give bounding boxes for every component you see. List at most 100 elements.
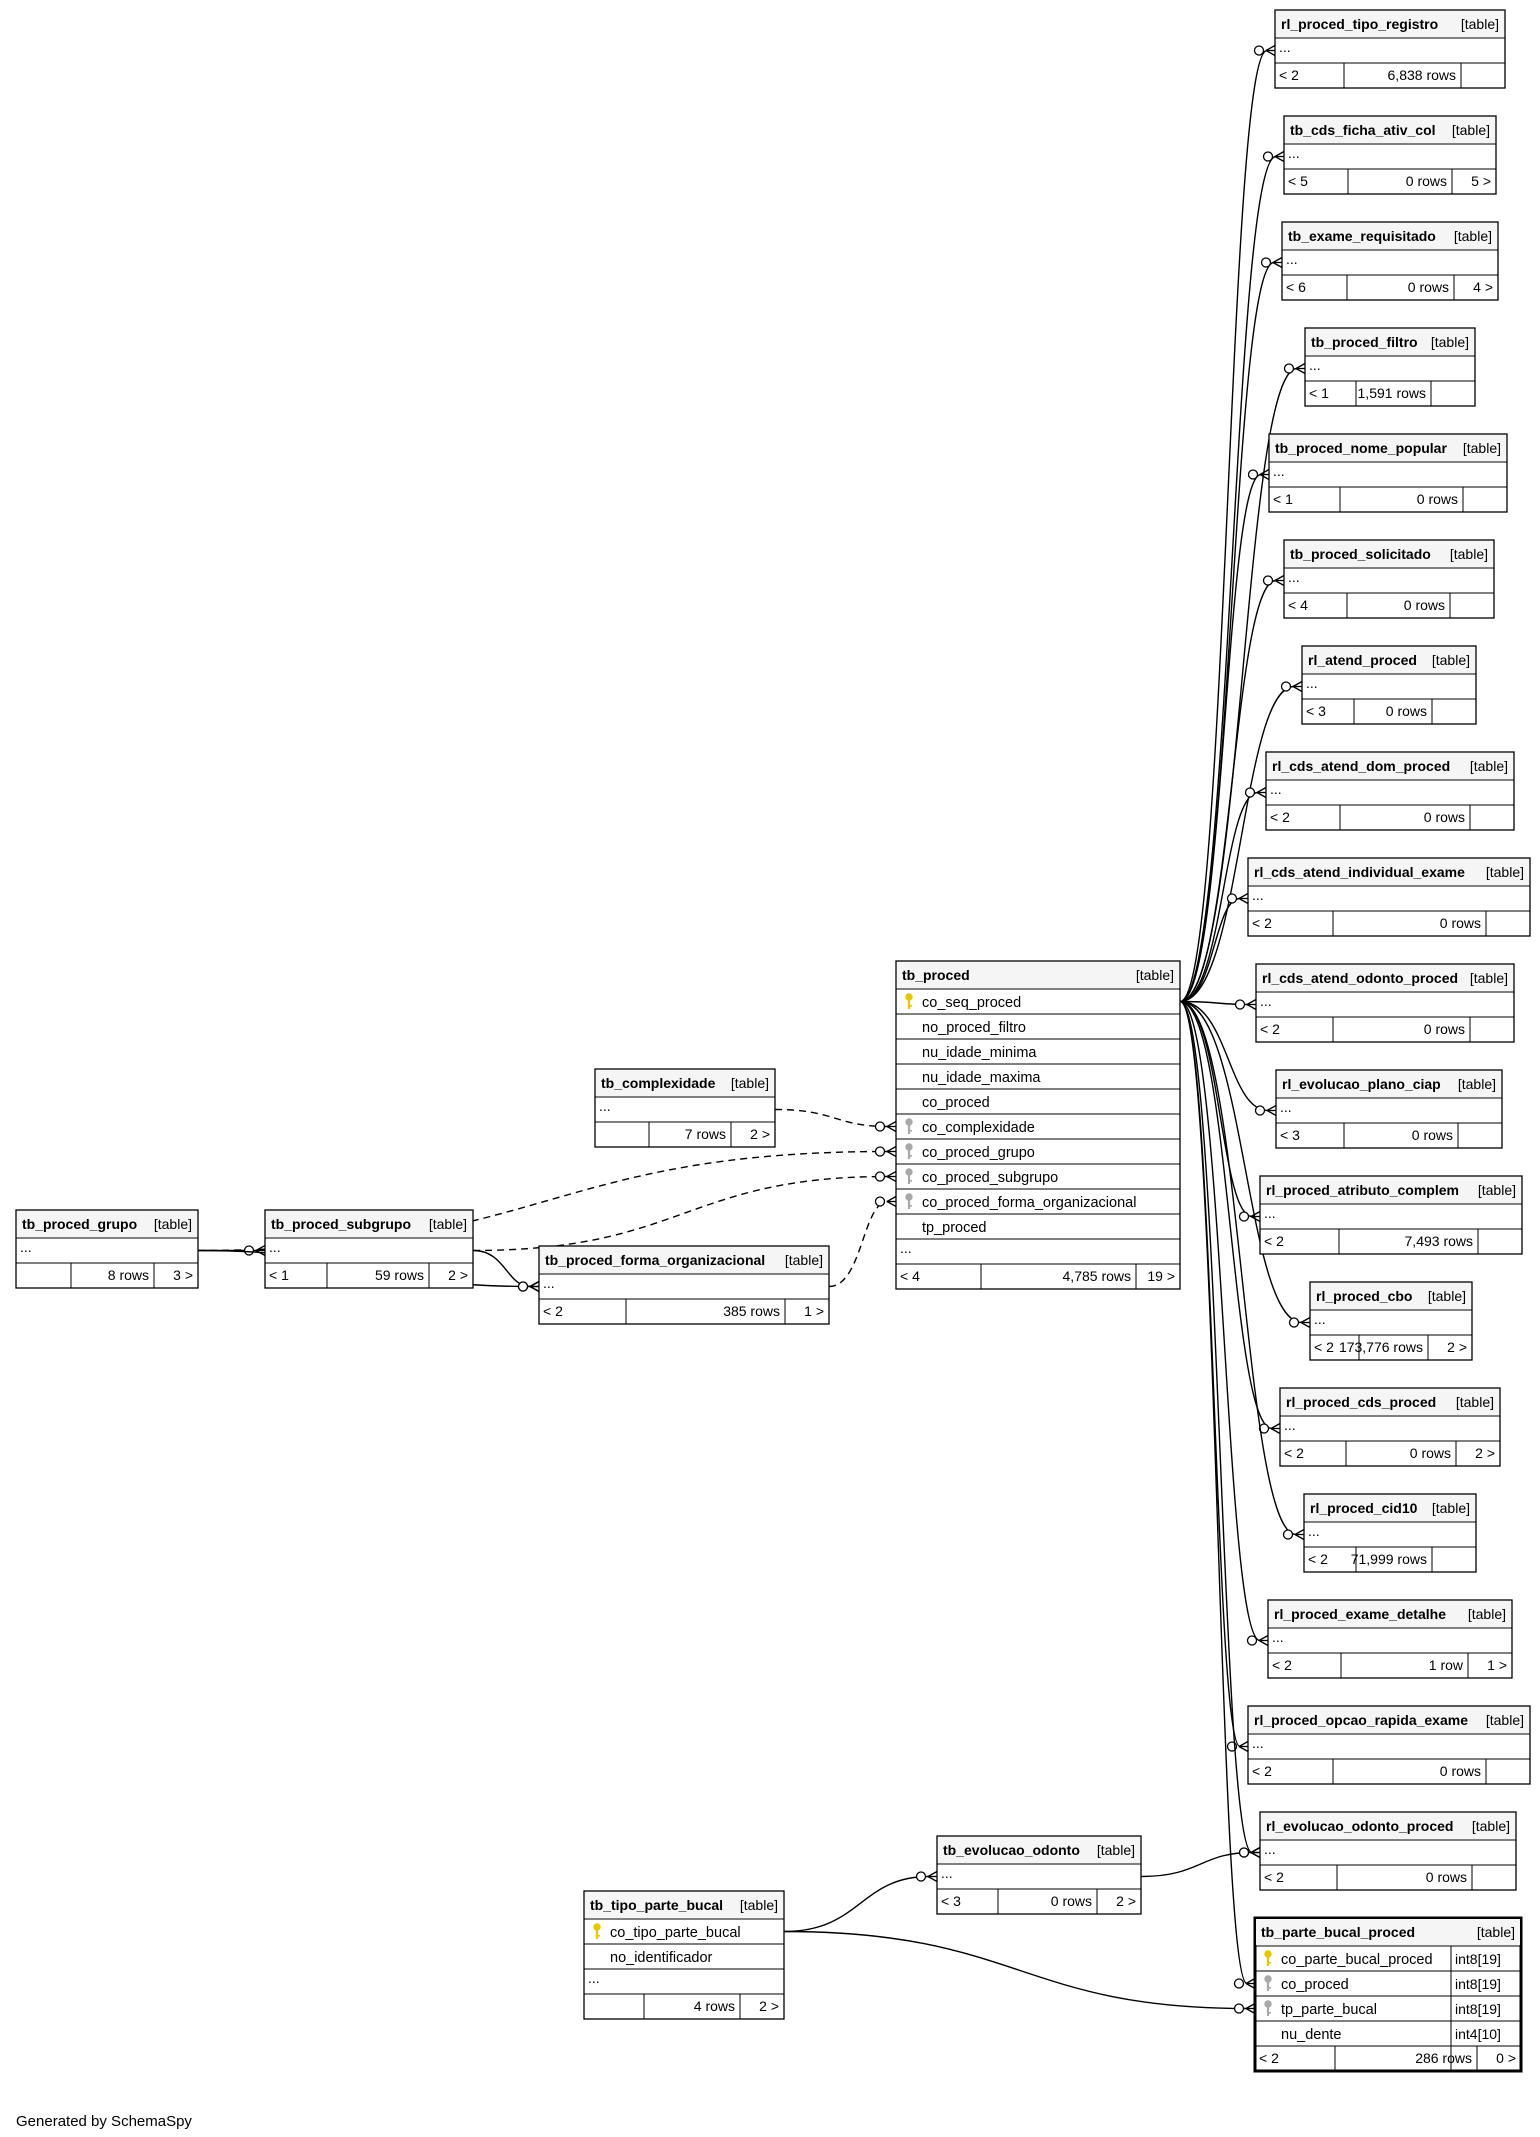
column-nu_idade_minima[interactable]: nu_idade_minima [922, 1045, 1037, 1061]
column-co_tipo_parte_bucal[interactable]: co_tipo_parte_bucal [593, 1923, 741, 1941]
column-co_proced_forma_organizacional[interactable]: co_proced_forma_organizacional [905, 1193, 1137, 1211]
crowfoot-marker [1246, 1634, 1269, 1647]
row-count: 0 rows [1051, 1893, 1092, 1909]
relationship-tb_tipo_parte_bucal-tb_evolucao_odonto[interactable] [783, 1870, 938, 1933]
row-count: 286 rows [1415, 2050, 1472, 2066]
column-co_complexidade[interactable]: co_complexidade [905, 1118, 1035, 1136]
column-name: co_proced [922, 1095, 990, 1111]
relationship-tb_proced-rl_atend_proced[interactable] [1179, 680, 1303, 1003]
more-columns: ... [1284, 1417, 1296, 1433]
table-kind: [table] [1452, 122, 1490, 138]
row-count: 173,776 rows [1339, 1339, 1423, 1355]
column-name: no_proced_filtro [922, 1020, 1026, 1036]
parent-count: < 6 [1286, 279, 1306, 295]
column-co_proced_subgrupo[interactable]: co_proced_subgrupo [905, 1168, 1058, 1186]
row-count: 0 rows [1408, 279, 1449, 295]
primary-key-icon [593, 1923, 601, 1939]
more-columns: ... [1288, 569, 1300, 585]
relationship-tb_complexidade-tb_proced[interactable] [774, 1108, 897, 1133]
table-tb_proced_forma_organizacional[interactable]: tb_proced_forma_organizacional[table]...… [538, 1245, 830, 1325]
child-count: 2 > [1475, 1445, 1495, 1461]
parent-count: < 2 [1279, 67, 1299, 83]
relationship-tb_proced-rl_proced_tipo_registro[interactable] [1179, 44, 1276, 1003]
column-co_seq_proced[interactable]: co_seq_proced [905, 993, 1021, 1011]
relationship-tb_proced-rl_evolucao_plano_ciap[interactable] [1179, 1000, 1277, 1117]
column-no_proced_filtro[interactable]: no_proced_filtro [922, 1020, 1026, 1036]
table-rl_cds_atend_individual_exame[interactable]: rl_cds_atend_individual_exame[table]...<… [1247, 857, 1531, 937]
column-no_identificador[interactable]: no_identificador [610, 1950, 713, 1966]
relationship-tb_proced-rl_proced_opcao_rapida_exame[interactable] [1179, 1000, 1249, 1753]
parent-count: < 2 [1270, 809, 1290, 825]
relationship-tb_tipo_parte_bucal-tb_parte_bucal_proced[interactable] [783, 1930, 1256, 2015]
relationship-tb_proced-rl_cds_atend_odonto_proced[interactable] [1179, 998, 1257, 1011]
more-columns: ... [941, 1865, 953, 1881]
relationship-tb_proced-rl_proced_cbo[interactable] [1179, 1000, 1311, 1329]
relationship-tb_proced-tb_proced_nome_popular[interactable] [1179, 468, 1270, 1003]
relationship-tb_proced-rl_cds_atend_dom_proced[interactable] [1179, 786, 1267, 1003]
table-kind: [table] [1461, 16, 1499, 32]
child-count: 19 > [1147, 1268, 1175, 1284]
table-name: tb_proced_grupo [22, 1216, 137, 1232]
relationship-tb_proced-rl_cds_atend_individual_exame[interactable] [1179, 892, 1249, 1003]
more-columns: ... [1306, 675, 1318, 691]
table-tb_proced[interactable]: tb_proced[table]co_seq_procedno_proced_f… [895, 960, 1181, 1290]
more-columns: ... [1286, 251, 1298, 267]
column-tp_proced[interactable]: tp_proced [922, 1220, 987, 1236]
column-type: int8[19] [1455, 1976, 1501, 1992]
relationship-tb_proced-rl_proced_exame_detalhe[interactable] [1179, 1000, 1269, 1647]
column-co_proced[interactable]: co_proced [922, 1095, 990, 1111]
relationship-tb_proced_grupo-tb_proced[interactable] [197, 1145, 897, 1252]
relationship-tb_proced-rl_proced_cid10[interactable] [1179, 1000, 1305, 1541]
relationship-tb_proced-tb_parte_bucal_proced[interactable] [1179, 1000, 1256, 1990]
column-co_proced_grupo[interactable]: co_proced_grupo [905, 1143, 1035, 1161]
table-name: rl_evolucao_odonto_proced [1266, 1818, 1453, 1834]
table-kind: [table] [1458, 1076, 1496, 1092]
table-name: tb_exame_requisitado [1288, 228, 1436, 244]
relationship-tb_proced_subgrupo-tb_proced[interactable] [472, 1170, 897, 1252]
table-tb_tipo_parte_bucal[interactable]: tb_tipo_parte_bucal[table]co_tipo_parte_… [583, 1890, 785, 2020]
parent-count: < 1 [1273, 491, 1293, 507]
relationship-tb_proced_forma_organizacional-tb_proced[interactable] [828, 1195, 897, 1288]
generated-by-footer: Generated by SchemaSpy [16, 2113, 192, 2130]
relationship-tb_proced-tb_cds_ficha_ativ_col[interactable] [1179, 150, 1285, 1003]
relationship-tb_proced_subgrupo-tb_proced_forma_organizacional[interactable] [472, 1249, 540, 1293]
more-columns: ... [1288, 145, 1300, 161]
parent-count: < 2 [1264, 1869, 1284, 1885]
table-rl_proced_opcao_rapida_exame[interactable]: rl_proced_opcao_rapida_exame[table]...< … [1247, 1705, 1531, 1785]
relationship-tb_evolucao_odonto-rl_evolucao_odonto_proced[interactable] [1140, 1846, 1261, 1878]
column-nu_idade_maxima[interactable]: nu_idade_maxima [922, 1070, 1041, 1086]
more-columns: ... [1264, 1841, 1276, 1857]
table-header [1285, 541, 1493, 567]
crowfoot-marker [1262, 150, 1285, 163]
table-kind: [table] [154, 1216, 192, 1232]
relationship-tb_proced-tb_proced_solicitado[interactable] [1179, 574, 1285, 1003]
table-header [1305, 1495, 1475, 1521]
foreign-key-icon [905, 1118, 913, 1134]
table-tb_parte_bucal_proced[interactable]: tb_parte_bucal_proced[table]co_parte_buc… [1253, 1916, 1523, 2073]
child-count: 2 > [750, 1126, 770, 1142]
